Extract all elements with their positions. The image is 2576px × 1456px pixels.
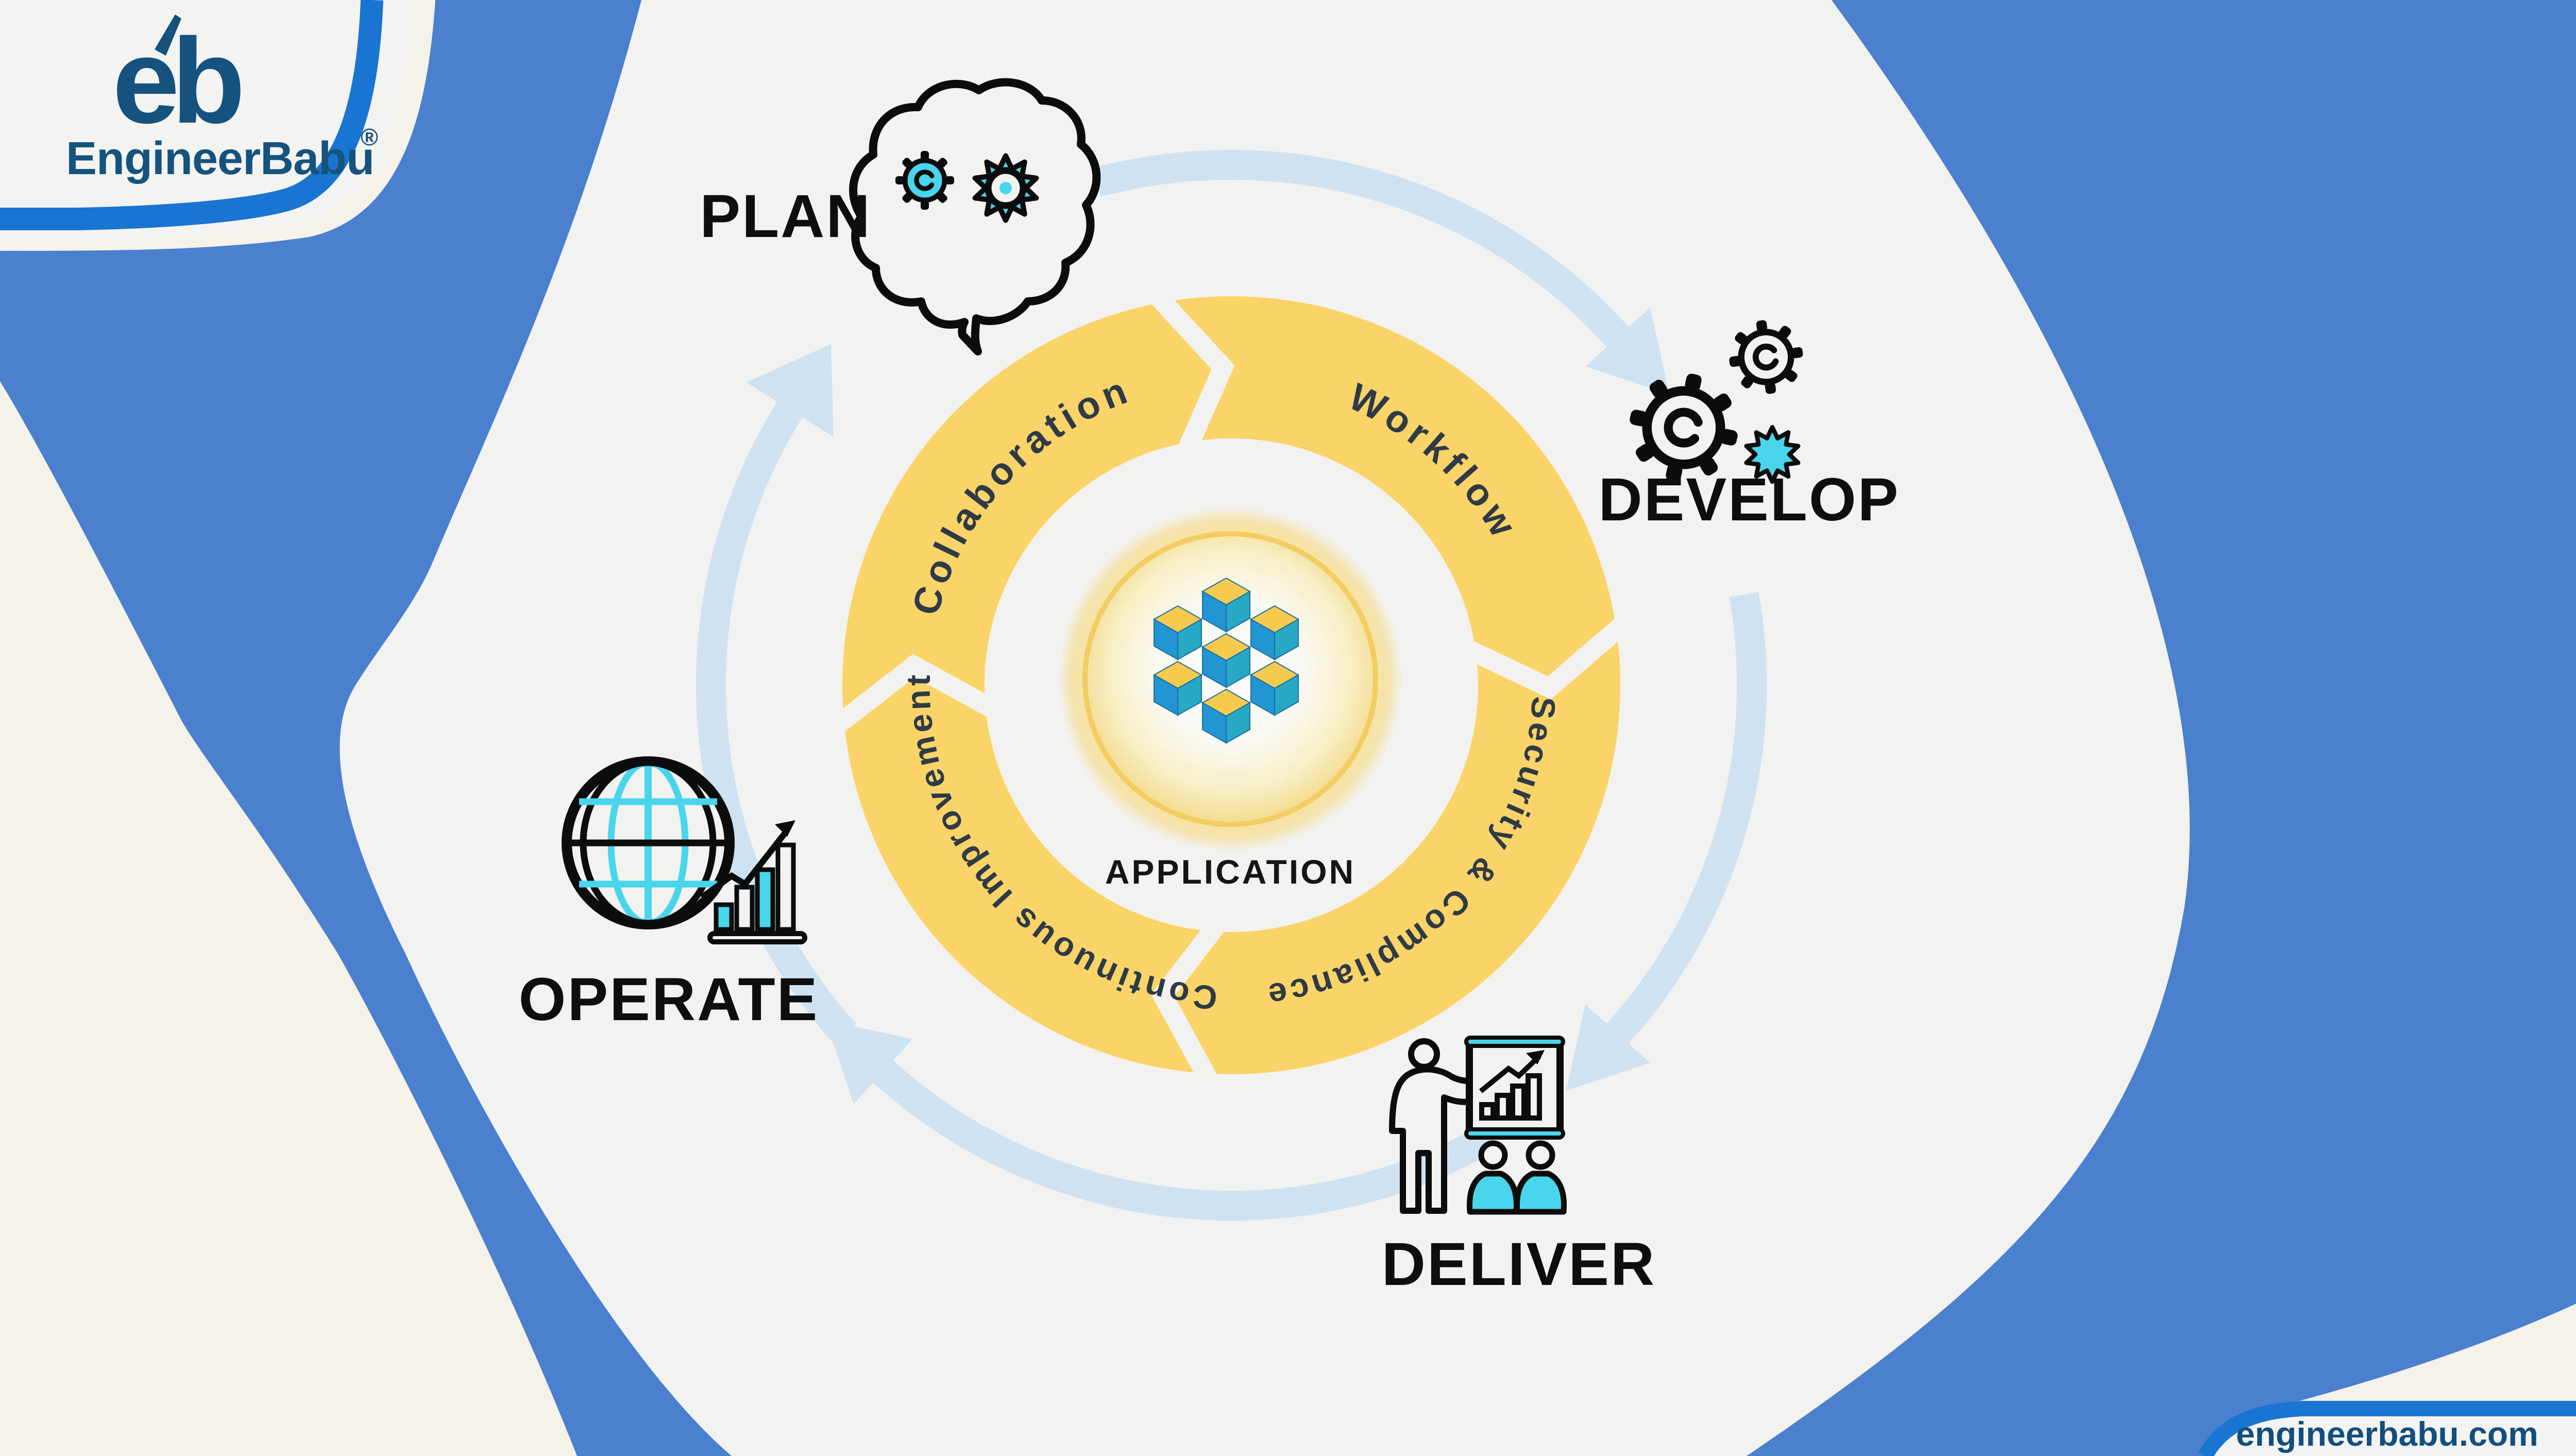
brand-card: eb EngineerBabu ® [0, 0, 412, 241]
ring-chevron-top [1144, 282, 1235, 460]
plan-label: PLAN [700, 182, 871, 250]
logo-slash-accent [155, 14, 181, 56]
arrowhead-down-left-icon [1566, 1004, 1650, 1091]
arrowhead-up-left-icon [746, 344, 834, 437]
arc-develop-to-deliver [1606, 591, 1767, 1044]
arrowhead-down-right-icon [1585, 308, 1669, 394]
brand-name-text: EngineerBabu [66, 133, 374, 184]
operate-label: OPERATE [519, 966, 819, 1034]
stage-develop: DEVELOP [1599, 315, 1900, 534]
application-center-badge: APPLICATION [1058, 506, 1403, 891]
ring-chevron-bottom [1151, 913, 1229, 1094]
blue-crescent-right [1747, 0, 2576, 1456]
globe-with-growth-chart-icon [562, 756, 807, 944]
website-card: engineerbabu.com [2198, 1401, 2576, 1456]
brain-with-gears-icon [849, 78, 1101, 355]
arc-operate-to-plan [696, 401, 856, 1044]
engineerbabu-eb-monogram-icon: eb [112, 13, 241, 148]
deliver-label: DELIVER [1382, 1230, 1656, 1298]
registered-trademark-symbol: ® [361, 124, 378, 150]
stage-plan: PLAN [700, 78, 1101, 355]
outer-arc-arrowheads [746, 308, 1669, 1104]
develop-label: DEVELOP [1599, 466, 1900, 534]
website-url-text: engineerbabu.com [2236, 1415, 2538, 1453]
arc-plan-to-develop [1093, 149, 1629, 347]
blue-swoosh-left [0, 0, 732, 1456]
ring-chevron-left [823, 654, 1004, 739]
application-label: APPLICATION [1105, 853, 1355, 891]
ring-chevron-right [1458, 611, 1637, 700]
arrowhead-up-icon [826, 1020, 912, 1104]
presenter-with-chart-board-icon [1389, 1036, 1564, 1212]
stage-deliver: DELIVER [1382, 1036, 1656, 1298]
stage-operate: OPERATE [519, 756, 819, 1034]
